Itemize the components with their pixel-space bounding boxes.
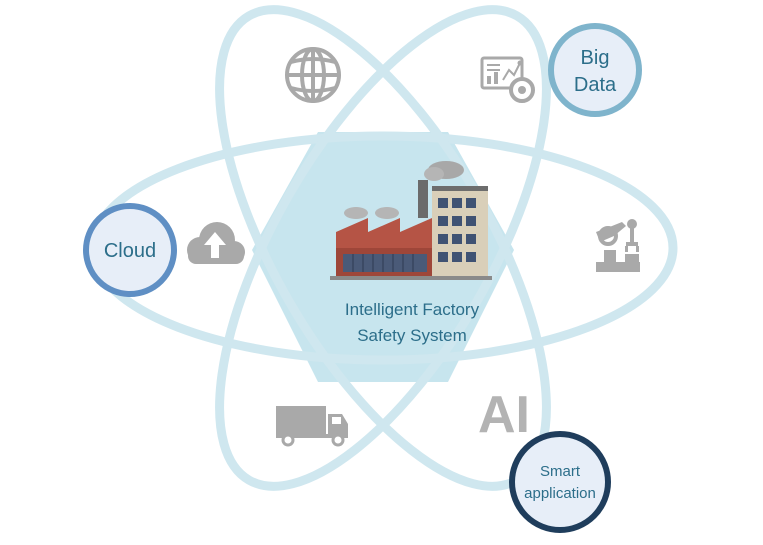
cloud-label: Cloud (104, 240, 156, 262)
big-data-label-line1: Big (581, 47, 610, 69)
truck-icon (276, 406, 348, 447)
robot-arm-icon (596, 219, 640, 272)
center-title-line1: Intelligent Factory (345, 300, 480, 319)
smart-application-node: Smart application (509, 431, 611, 533)
ai-text-icon: AI (478, 386, 530, 444)
big-data-node: Big Data (548, 23, 642, 117)
dashboard-analytics-icon (480, 56, 535, 103)
smart-application-label-line2: application (524, 485, 596, 502)
factory-icon (330, 161, 492, 280)
cloud-upload-icon (187, 222, 245, 264)
center-title-line2: Safety System (357, 326, 467, 345)
globe-icon (285, 47, 341, 103)
cloud-node: Cloud (83, 203, 177, 297)
big-data-label-line2: Data (574, 74, 617, 96)
orbit-tilted-left (215, 5, 551, 491)
smart-application-label-line1: Smart (540, 463, 581, 480)
